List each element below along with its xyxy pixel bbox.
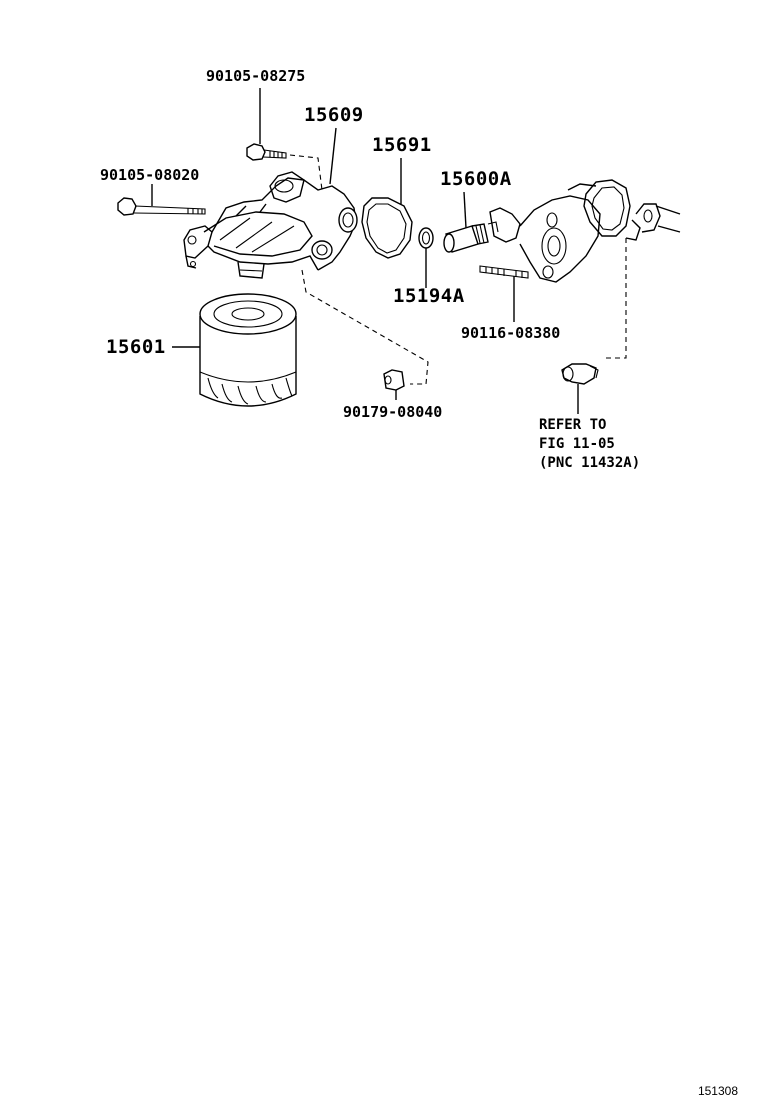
reference-note-line-1: REFER TO	[539, 417, 607, 433]
plug-90179-08040-drawing	[383, 369, 405, 391]
gasket-15691-drawing	[361, 197, 413, 259]
union-15600a-drawing	[443, 223, 489, 253]
drain-plug-drawing	[561, 363, 599, 385]
engine-housing-drawing	[487, 179, 681, 283]
figure-id: 151308	[697, 1084, 738, 1098]
part-number-15601: 15601	[106, 336, 166, 358]
stud-90116-08380-drawing	[479, 265, 529, 279]
reference-note-line-2: FIG 11-05	[539, 436, 615, 452]
oil-filter-15601-drawing	[199, 293, 297, 407]
bolt-90105-08275-drawing	[246, 143, 287, 161]
part-number-15600a: 15600A	[440, 168, 512, 190]
part-number-90105-08275: 90105-08275	[206, 67, 306, 85]
oring-15194a-drawing	[418, 227, 434, 249]
part-number-15194a: 15194A	[393, 285, 465, 307]
part-number-15609: 15609	[304, 104, 364, 126]
part-number-15691: 15691	[372, 134, 432, 156]
bolt-90105-08020-drawing	[117, 197, 206, 216]
part-number-90105-08020: 90105-08020	[100, 166, 200, 184]
part-number-90116-08380: 90116-08380	[461, 324, 561, 342]
reference-note-line-3: (PNC 11432A)	[539, 455, 641, 471]
filter-bracket-15609-drawing	[183, 171, 358, 279]
part-number-90179-08040: 90179-08040	[343, 403, 443, 421]
